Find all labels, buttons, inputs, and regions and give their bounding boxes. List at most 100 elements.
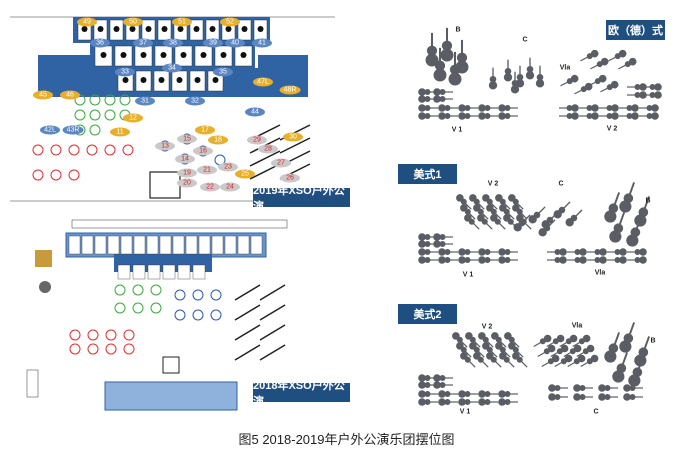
viola-sketch — [210, 289, 222, 301]
violin1-icon — [457, 103, 479, 113]
position-marker: 21 — [197, 165, 217, 175]
position-marker: 50 — [123, 17, 143, 27]
player-icon — [100, 52, 107, 58]
player-icon — [176, 77, 183, 83]
violin1-sketch — [69, 329, 81, 341]
player-icon — [113, 26, 120, 32]
player-icon — [177, 26, 184, 32]
position-marker: 17 — [195, 125, 215, 135]
violin1-icon — [437, 111, 459, 121]
cello-icon — [551, 198, 574, 221]
violin1-icon — [457, 111, 479, 121]
chair — [172, 235, 185, 255]
violin1-icon — [477, 397, 499, 407]
position-marker: 11 — [110, 127, 130, 137]
player-icon — [257, 26, 264, 32]
violin1-sketch — [105, 343, 117, 355]
double-bass-icon — [631, 193, 656, 230]
violin2-sketch — [114, 302, 126, 314]
bass-sketch — [234, 284, 261, 301]
position-marker: 40 — [225, 38, 245, 48]
violin2-icon — [598, 103, 620, 113]
position-marker: 19 — [177, 168, 197, 178]
player-icon — [212, 77, 219, 83]
gong — [39, 281, 51, 293]
player-icon — [140, 77, 147, 83]
viola-sketch — [192, 289, 204, 301]
position-marker: 25 — [235, 169, 255, 179]
violin2-icon — [618, 103, 640, 113]
player-icon — [158, 77, 165, 83]
violin1-icon — [437, 397, 459, 407]
position-marker: 13 — [155, 141, 175, 151]
position-marker: 23 — [218, 162, 238, 172]
section-label: V 1 — [451, 126, 463, 134]
violin2-sketch — [104, 109, 116, 121]
conga-drums — [35, 250, 52, 267]
violin1-icon — [417, 397, 439, 407]
violin1-icon — [457, 397, 479, 407]
violin2-icon — [638, 111, 660, 121]
viola-icon — [606, 255, 628, 265]
violin1-icon — [477, 103, 499, 113]
position-marker: 51 — [172, 17, 192, 27]
violin1-icon — [432, 380, 454, 390]
position-marker: 39 — [203, 38, 223, 48]
figure-caption: 图5 2018-2019年户外公演乐团摆位图 — [238, 432, 455, 447]
bass-sketch — [259, 324, 286, 341]
position-marker: 44 — [245, 107, 265, 117]
chair — [192, 264, 206, 280]
position-marker: 32 — [185, 96, 205, 106]
double-bass-icon — [439, 26, 455, 63]
section-label: Vla — [571, 322, 583, 330]
panel-title-2019: 2019年XSO户外公演 — [253, 185, 350, 213]
violin2-sketch — [114, 284, 126, 296]
position-marker: 16 — [193, 146, 213, 156]
violin1-icon — [437, 103, 459, 113]
chair — [94, 235, 107, 255]
section-label: V 2 — [487, 180, 499, 188]
section-label: C — [522, 36, 528, 44]
section-label: B — [650, 337, 656, 345]
violin1-icon — [437, 389, 459, 399]
player-icon — [200, 52, 207, 58]
position-marker: 43R — [62, 125, 84, 135]
position-marker: 30 — [283, 132, 303, 142]
bass-sketch — [249, 150, 281, 167]
section-label: B — [645, 197, 651, 205]
bass-sketch — [259, 344, 286, 361]
violin2-icon — [558, 111, 580, 121]
bass-sketch — [259, 304, 286, 321]
player-icon — [145, 26, 152, 32]
section-label: V 1 — [462, 271, 474, 279]
chair — [133, 235, 146, 255]
seating-title-american2: 美式2 — [398, 304, 457, 324]
cello-icon — [622, 392, 644, 402]
violin2-icon — [618, 111, 640, 121]
chair — [159, 235, 172, 255]
front-stage — [104, 381, 238, 411]
position-marker: 46 — [60, 90, 80, 100]
violin1-icon — [417, 255, 439, 265]
position-marker: 35 — [213, 67, 233, 77]
player-icon — [220, 52, 227, 58]
violin1-icon — [477, 247, 499, 257]
section-label: C — [593, 408, 599, 416]
violin1-sketch — [86, 144, 98, 156]
cello-icon — [572, 383, 594, 393]
player-icon — [209, 26, 216, 32]
violin1-icon — [457, 389, 479, 399]
player-icon — [193, 26, 200, 32]
violin1-icon — [417, 103, 439, 113]
chair — [198, 235, 211, 255]
violin2-sketch — [89, 124, 101, 136]
player-icon — [225, 26, 232, 32]
viola-icon — [566, 247, 588, 257]
cello-icon — [547, 383, 569, 393]
cello-icon — [547, 392, 569, 402]
player-icon — [180, 52, 187, 58]
violin1-icon — [497, 247, 519, 257]
position-marker: 20 — [177, 178, 197, 188]
seating-title-american1: 美式1 — [398, 164, 457, 184]
viola-sketch — [210, 309, 222, 321]
